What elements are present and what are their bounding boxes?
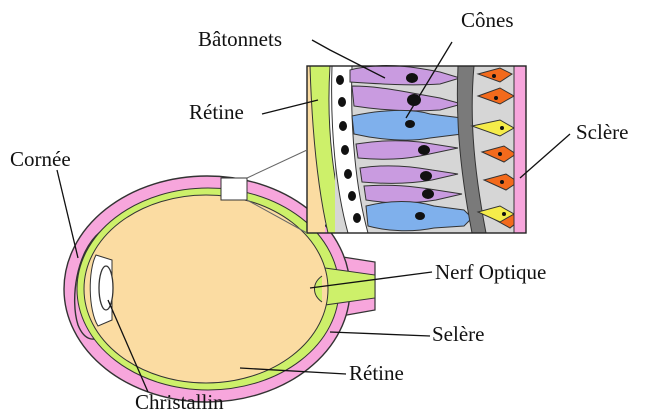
- nucleus: [338, 97, 346, 107]
- nucleus: [500, 126, 504, 130]
- zoom-connector-line: [247, 150, 307, 178]
- nucleus: [339, 121, 347, 131]
- nucleus: [418, 145, 430, 155]
- label-nerf-optique: Nerf Optique: [435, 260, 546, 284]
- nucleus: [405, 120, 415, 128]
- label-cornee: Cornée: [10, 147, 71, 171]
- leader-sclere-bottom: [330, 332, 430, 336]
- nucleus: [420, 171, 432, 181]
- retina-zoom-panel: [307, 66, 526, 233]
- nucleus: [406, 73, 418, 83]
- label-sclere-bottom: Selère: [432, 322, 484, 346]
- nucleus: [336, 75, 344, 85]
- vitreous-shape: [84, 195, 328, 383]
- zoom-origin-box: [221, 178, 247, 200]
- label-sclere-top: Sclère: [576, 120, 628, 144]
- label-christallin: Christallin: [135, 390, 224, 412]
- nucleus: [353, 213, 361, 223]
- nucleus: [498, 152, 502, 156]
- optic-nerve-core: [325, 268, 375, 305]
- label-retine-top: Rétine: [189, 100, 244, 124]
- label-batonnets: Bâtonnets: [198, 27, 282, 51]
- nucleus: [344, 169, 352, 179]
- nucleus: [502, 212, 506, 216]
- nucleus: [494, 96, 498, 100]
- nucleus: [492, 74, 496, 78]
- nucleus: [422, 189, 434, 199]
- zoom-sclera-strip: [514, 66, 526, 233]
- nucleus: [348, 191, 356, 201]
- nucleus: [341, 145, 349, 155]
- nucleus: [500, 180, 504, 184]
- leader-cornee: [57, 170, 78, 258]
- lens-shape: [99, 266, 113, 310]
- leader-sclere-top: [520, 134, 570, 178]
- label-retine-bottom: Rétine: [349, 361, 404, 385]
- label-cones: Cônes: [461, 8, 514, 32]
- nucleus: [415, 212, 425, 220]
